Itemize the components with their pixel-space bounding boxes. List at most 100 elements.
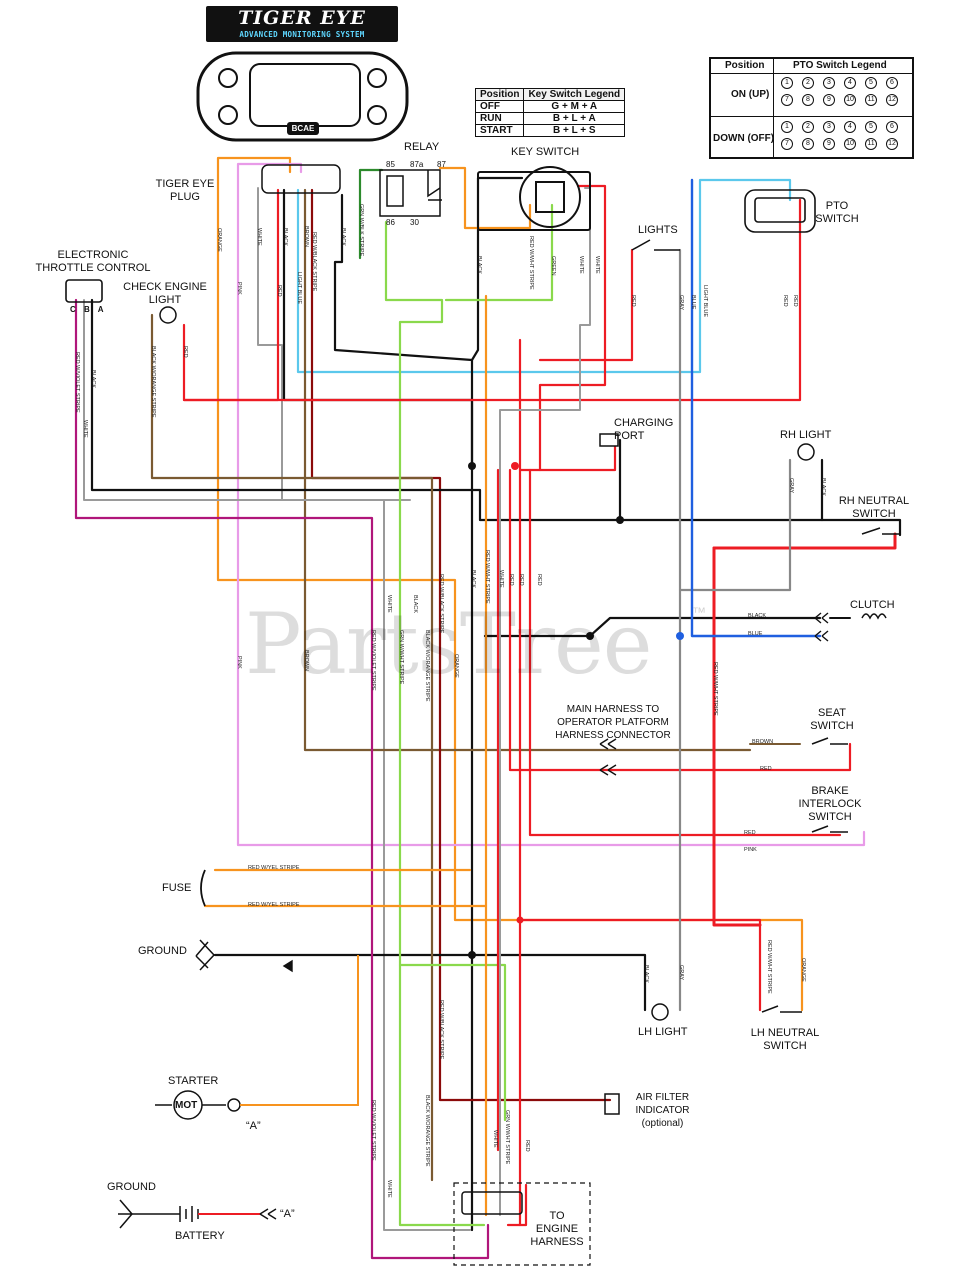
wire-label-light-blue: LIGHT BLUE (296, 272, 302, 304)
relay-pin-86: 86 (386, 218, 395, 227)
key-legend-pos: START (474, 124, 525, 137)
logo-title: TIGER EYE (238, 7, 366, 29)
pto-pin: 11 (865, 138, 877, 150)
pto-pin: 8 (802, 94, 814, 106)
relay-pin-30: 30 (410, 218, 419, 227)
watermark: PartsTree (245, 595, 652, 693)
wire-label-red-violet: RED W/VIOLET STRIPE (370, 630, 376, 691)
key-legend-conn: G + M + A (523, 100, 626, 113)
charging-port-symbol (599, 433, 619, 447)
engine-harness-label: TO ENGINE HARNESS (530, 1210, 584, 1248)
battery-a-label: “A” (280, 1208, 295, 1220)
pto-pin: 8 (802, 138, 814, 150)
wire-label-blue: BLUE (748, 631, 763, 637)
pto-switch-symbol (744, 189, 816, 233)
pto-pin: 9 (823, 138, 835, 150)
key-legend-conn: B + L + S (523, 124, 626, 137)
rh-neutral-label: RH NEUTRAL SWITCH (838, 495, 910, 520)
key-legend-pos: OFF (474, 100, 525, 113)
pto-pin: 11 (865, 94, 877, 106)
battery-symbol (132, 1206, 199, 1222)
wire-label-black: BLACK (90, 370, 96, 389)
lights-label: LIGHTS (638, 224, 678, 236)
pto-pin: 3 (823, 121, 835, 133)
wire-label-white: WHITE (256, 228, 262, 246)
ground-symbol-2 (118, 1199, 133, 1229)
pto-pin: 6 (886, 77, 898, 89)
pto-legend-header-title: PTO Switch Legend (793, 60, 887, 71)
logo-subtitle: ADVANCED MONITORING SYSTEM (239, 30, 365, 39)
relay-pin-85: 85 (386, 160, 395, 169)
wire-label-red-yel: RED W/YEL STRIPE (248, 865, 300, 871)
wire-label-white: WHITE (386, 1180, 392, 1198)
pto-pin: 5 (865, 77, 877, 89)
wire-green (384, 220, 486, 1227)
wire-green-keyswitch (444, 203, 554, 302)
wire-label-grn-blk: GRN W/BLK STRIPE (358, 204, 364, 257)
wire-label-blue: BLUE (690, 295, 696, 310)
pto-pin: 1 (781, 77, 793, 89)
wire-brown-check-engine (150, 313, 434, 1182)
wire-label-pink: PINK (236, 656, 242, 669)
wire-label-red: RED (744, 830, 756, 836)
pto-legend-header-position: Position (725, 60, 765, 71)
wire-label-red-black: RED W/BLACK STRIPE (438, 1000, 444, 1060)
wire-label-white: WHITE (594, 256, 600, 274)
wire-red-main (538, 184, 607, 472)
wire-white-throttle (83, 299, 411, 501)
wire-label-gray: GRAY (678, 965, 684, 981)
wire-label-gray: GRAY (678, 295, 684, 311)
relay-pin-87a: 87a (410, 160, 424, 169)
ground-symbol-1 (195, 939, 216, 971)
wire-label-pink: PINK (744, 847, 757, 853)
fuse-label: FUSE (162, 882, 192, 894)
main-harness-label: MAIN HARNESS TO OPERATOR PLATFORM HARNES… (555, 704, 671, 741)
wire-label-blk-org: BLACK W/ORANGE STRIPE (424, 1095, 430, 1167)
lh-neutral-label: LH NEUTRAL SWITCH (750, 1027, 820, 1052)
wire-label-red: RED (182, 346, 188, 358)
wire-label-white: WHITE (492, 1130, 498, 1148)
wire-label-red: RED (524, 1140, 530, 1152)
wire-label-white: WHITE (386, 595, 392, 613)
pto-switch-legend: Position PTO Switch Legend ON (UP) DOWN … (709, 57, 914, 159)
ground-label-2: GROUND (107, 1181, 156, 1193)
key-switch-legend: Position Key Switch Legend OFF G + M + A… (474, 88, 626, 137)
wire-label-red-wht: RED W/WHT STRIPE (712, 662, 718, 716)
wire-label-red-yel: RED W/YEL STRIPE (248, 902, 300, 908)
wire-label-brown: BROWN (303, 226, 309, 248)
throttle-pins: C B A (70, 305, 107, 314)
key-switch-label: KEY SWITCH (511, 146, 580, 158)
lh-light-bulb (651, 1003, 669, 1021)
wire-white-keyswitch (499, 187, 591, 1216)
connector-chevrons (259, 612, 829, 1220)
wire-label-red: RED (508, 574, 514, 586)
wire-dark-green-relay (358, 168, 384, 260)
wire-label-pink: PINK (236, 282, 242, 295)
wire-label-black: BLACK (282, 228, 288, 247)
check-engine-label: CHECK ENGINE LIGHT (123, 281, 207, 306)
lights-switch (631, 239, 680, 251)
starter-mot: MOT (175, 1100, 198, 1111)
clutch-coil (861, 613, 887, 620)
electronic-throttle-label: ELECTRONIC THROTTLE CONTROL (35, 249, 151, 274)
fuse-symbol (200, 869, 206, 907)
wire-label-red: RED (536, 574, 542, 586)
pto-legend-pos-on: ON (UP) (731, 89, 770, 100)
tiger-eye-display (196, 51, 409, 142)
wire-label-white: WHITE (578, 256, 584, 274)
pto-pin: 4 (844, 121, 856, 133)
wire-label-black-orange: BLACK W/ORANGE STRIPE (150, 346, 156, 418)
wire-label-red: RED (760, 766, 772, 772)
wire-label-red-wht: RED W/WHT STRIPE (766, 940, 772, 994)
pto-switch-label: PTO SWITCH (815, 200, 859, 225)
wire-label-red: RED (782, 295, 788, 307)
wire-black-ground (213, 953, 647, 1012)
battery-label: BATTERY (175, 1230, 225, 1242)
pto-pin: 2 (802, 121, 814, 133)
wire-label-red-black: RED W/BLACK STRIPE (311, 232, 317, 292)
charging-port-label: CHARGING PORT (614, 417, 674, 442)
wire-label-red: RED (792, 295, 798, 307)
wire-label-red-black: RED W/BLACK STRIPE (438, 574, 444, 634)
pto-pin: 9 (823, 94, 835, 106)
pto-pin: 6 (886, 121, 898, 133)
